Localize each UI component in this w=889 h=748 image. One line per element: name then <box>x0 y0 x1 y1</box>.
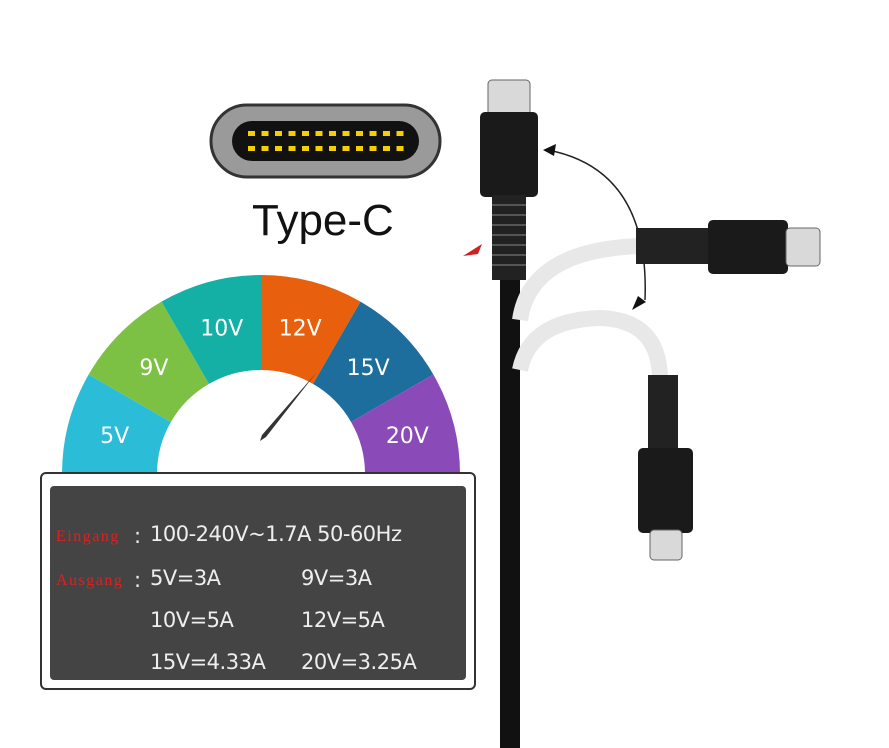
pin <box>342 146 350 151</box>
pin <box>383 146 390 151</box>
output-value: 15V=4.33A <box>150 650 266 674</box>
gauge-label: 20V <box>386 424 429 449</box>
pin <box>275 146 282 151</box>
pin <box>315 146 323 151</box>
output-value: 10V=5A <box>150 608 234 632</box>
colon: : <box>134 568 141 592</box>
gauge-label: 5V <box>100 424 129 449</box>
gauge-label: 10V <box>200 317 243 342</box>
colon: : <box>134 524 141 548</box>
gauge-label: 15V <box>347 356 390 381</box>
pin <box>356 146 363 151</box>
pin <box>288 146 296 151</box>
gauge-segment-9v <box>88 301 209 422</box>
input-label: Eingang <box>56 528 120 545</box>
output-value: 9V=3A <box>301 566 372 590</box>
pin <box>342 131 350 136</box>
type-c-port-icon <box>209 103 442 179</box>
gauge-segment-10v <box>161 275 261 384</box>
pin <box>329 146 336 151</box>
pin <box>261 146 269 151</box>
output-value: 12V=5A <box>301 608 385 632</box>
pin <box>248 146 255 151</box>
pin <box>248 131 255 136</box>
gauge-needle <box>260 373 316 441</box>
output-label: Ausgang <box>56 572 124 589</box>
pin <box>396 146 404 151</box>
gauge-segment-15v <box>313 301 434 422</box>
gauge-segment-5v <box>62 374 171 474</box>
gauge-segment-12v <box>261 275 361 384</box>
gauge-segment-20v <box>351 374 460 474</box>
pin <box>302 146 309 151</box>
output-value: 5V=3A <box>150 566 221 590</box>
pin <box>383 131 390 136</box>
input-value: 100-240V~1.7A 50-60Hz <box>150 522 402 546</box>
pin <box>369 131 377 136</box>
pin <box>302 131 309 136</box>
pin <box>288 131 296 136</box>
pin <box>261 131 269 136</box>
voltage-gauge: 5V 9V 10V 12V 15V 20V <box>62 275 460 474</box>
pin <box>275 131 282 136</box>
usb-c-cable <box>463 79 821 748</box>
gauge-label: 12V <box>279 317 322 342</box>
spec-panel: Eingang : 100-240V~1.7A 50-60Hz Ausgang … <box>40 472 476 690</box>
pin <box>356 131 363 136</box>
pin <box>369 146 377 151</box>
gauge-label: 9V <box>139 356 168 381</box>
type-c-title: Type-C <box>252 196 394 245</box>
pin <box>396 131 404 136</box>
pin <box>329 131 336 136</box>
output-value: 20V=3.25A <box>301 650 417 674</box>
pin <box>315 131 323 136</box>
